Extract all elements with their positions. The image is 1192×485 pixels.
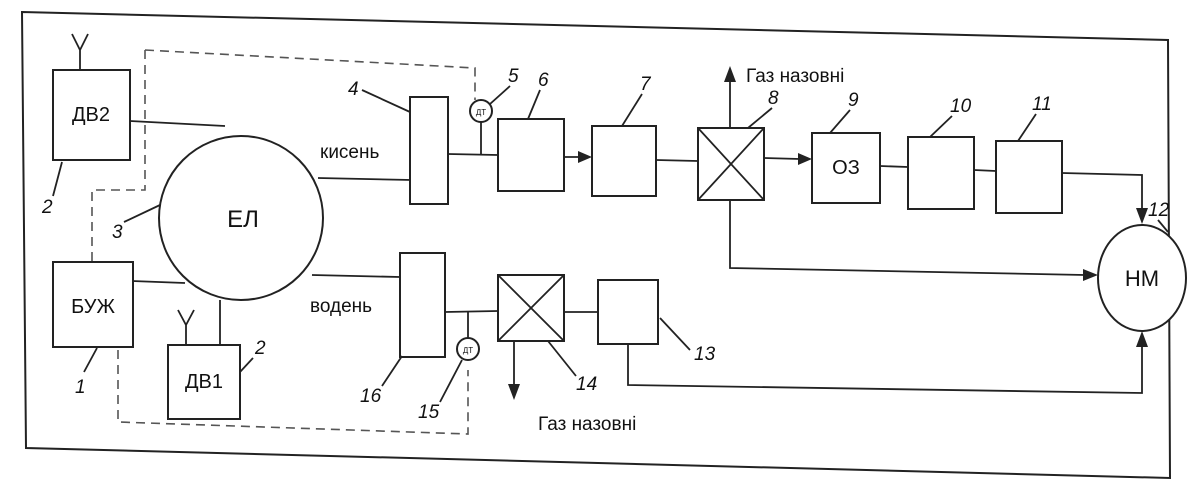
callout-7: 7: [640, 74, 652, 95]
line-13-nm: [627, 344, 1143, 394]
block-13: [597, 279, 659, 345]
block-14-cross: [497, 274, 565, 342]
leader-12: [1157, 219, 1169, 233]
callout-8: 8: [768, 88, 779, 109]
dv1-label: ДВ1: [185, 371, 223, 393]
buzh-block: [52, 261, 134, 348]
line-dv2-el: [129, 120, 226, 127]
arrow-gas-out-top: [724, 66, 736, 82]
leader-6: [527, 89, 541, 120]
nm-label: НМ: [1125, 266, 1159, 291]
line-10-11: [973, 169, 997, 172]
callout-9: 9: [848, 90, 859, 111]
arrow-13-nm: [1136, 331, 1148, 347]
line-11-nm: [1061, 172, 1143, 212]
leader-3: [123, 204, 161, 223]
line-buzh-el: [131, 280, 186, 284]
line-4-6: [447, 153, 499, 156]
leader-8: [747, 107, 773, 129]
leader-5: [489, 85, 511, 105]
block-4: [409, 96, 449, 205]
dashed-boundary-top: [91, 49, 476, 262]
callout-1: 1: [75, 377, 86, 398]
leader-7: [621, 93, 643, 127]
el-electrolyzer: [158, 135, 324, 301]
callout-2-top: 2: [41, 197, 53, 218]
line-7-8: [655, 159, 699, 162]
arrow-11-nm: [1136, 208, 1148, 224]
line-oz-10: [879, 165, 909, 168]
callout-2-bottom: 2: [254, 338, 266, 359]
callout-11: 11: [1032, 94, 1052, 115]
callout-13: 13: [694, 344, 716, 365]
callout-10: 10: [950, 96, 972, 117]
callout-15: 15: [418, 402, 440, 423]
outer-frame: [20, 10, 1172, 480]
arrow-8-nm: [1083, 269, 1098, 281]
dv2-block: [52, 69, 131, 161]
callout-6: 6: [538, 70, 549, 91]
callout-12: 12: [1148, 200, 1170, 221]
arrow-8-oz: [798, 153, 812, 165]
callout-16: 16: [360, 386, 382, 407]
oz-label: ОЗ: [832, 157, 860, 179]
leader-11: [1017, 113, 1037, 142]
dv1-block: [167, 344, 241, 420]
leader-14: [547, 340, 577, 377]
block-8-cross: [697, 127, 765, 201]
callout-14: 14: [576, 374, 597, 395]
callout-3: 3: [112, 222, 123, 243]
leader-4: [361, 89, 411, 113]
hydrogen-label: водень: [310, 296, 372, 317]
sensor-5-label: ДТ: [476, 108, 486, 117]
gas-out-top-label: Газ назовні: [746, 66, 844, 87]
sensor-5-circle: [469, 99, 493, 123]
sensor-15-circle: [456, 337, 480, 361]
block-7: [591, 125, 657, 197]
el-label: ЕЛ: [227, 206, 259, 233]
line-hydrogen: [311, 274, 401, 278]
leader-10: [929, 115, 953, 138]
line-oxygen: [317, 177, 413, 181]
dashed-boundary-bottom: [117, 350, 469, 435]
sensor-15-label: ДТ: [463, 346, 473, 355]
callout-4: 4: [348, 79, 359, 100]
leader-2-top: [52, 161, 63, 197]
leader-13: [659, 317, 691, 351]
leader-9: [829, 109, 851, 134]
leader-16: [381, 355, 403, 387]
line-8-nm: [729, 200, 1086, 276]
leader-2-bottom: [239, 357, 254, 373]
block-11: [995, 140, 1063, 214]
oxygen-label: кисень: [320, 142, 379, 163]
block-16: [399, 252, 446, 358]
buzh-label: БУЖ: [71, 296, 115, 318]
arrow-6-7: [578, 151, 592, 163]
oz-block: [811, 132, 881, 204]
gas-out-bottom-label: Газ назовні: [538, 414, 636, 435]
dv2-label: ДВ2: [72, 104, 110, 126]
leader-15: [439, 359, 463, 403]
antenna-icon: [71, 33, 89, 70]
block-6: [497, 118, 565, 192]
nm-circle: [1097, 224, 1187, 332]
arrow-gas-out-bottom: [508, 384, 520, 400]
antenna-icon: [177, 309, 195, 345]
callout-5: 5: [508, 66, 519, 87]
line-16-14: [444, 310, 499, 313]
line-8-oz: [763, 157, 801, 160]
leader-1: [83, 347, 98, 373]
block-10: [907, 136, 975, 210]
